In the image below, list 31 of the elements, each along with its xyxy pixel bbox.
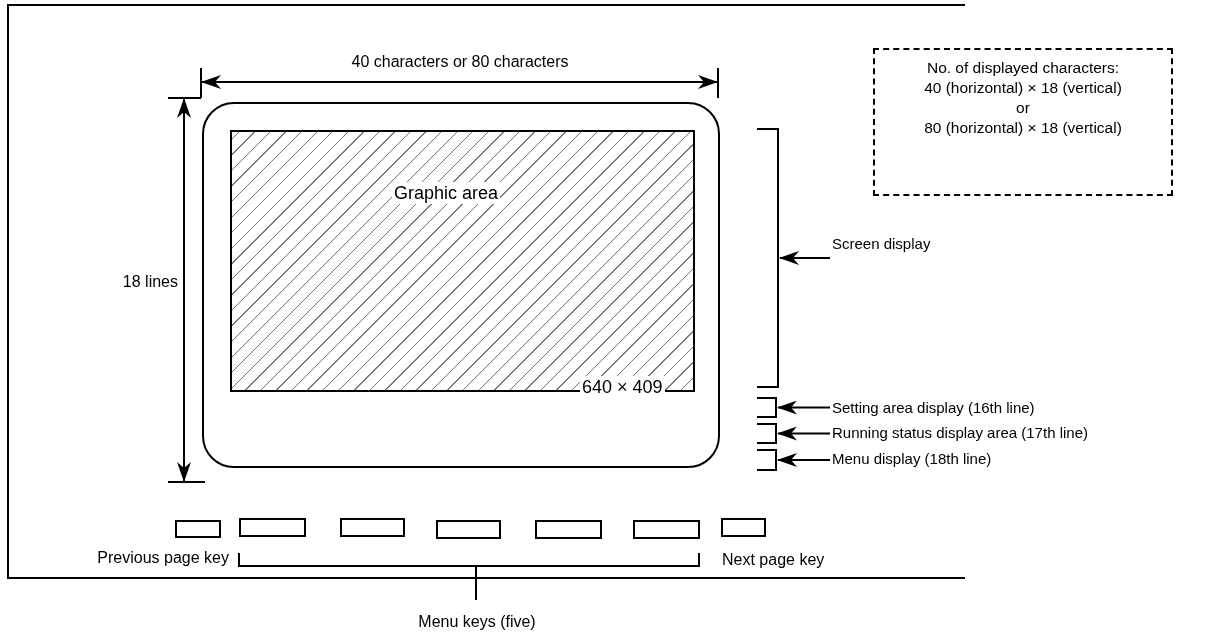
dimension-label: 40 characters or 80 characters bbox=[350, 52, 570, 72]
key-button bbox=[633, 520, 700, 539]
key-button bbox=[721, 518, 766, 537]
arrow bbox=[777, 426, 831, 441]
key-label: Next page key bbox=[722, 550, 825, 570]
bracket bbox=[757, 397, 777, 418]
group-label: Menu keys (five) bbox=[417, 612, 537, 632]
bracket bbox=[757, 128, 779, 388]
callout-text: Menu display (18th line) bbox=[832, 449, 992, 469]
callout-text: Screen display bbox=[832, 234, 931, 254]
key-button bbox=[340, 518, 405, 537]
arrow bbox=[779, 251, 831, 265]
key-label: Previous page key bbox=[97, 548, 229, 568]
key-button bbox=[436, 520, 501, 539]
bracket bbox=[757, 423, 777, 444]
arrow bbox=[777, 453, 831, 467]
note-box bbox=[873, 48, 1173, 196]
arrow bbox=[777, 400, 831, 415]
key-button bbox=[175, 520, 221, 538]
bracket bbox=[757, 449, 777, 471]
callout-text: Running status display area (17th line) bbox=[832, 423, 1088, 443]
area-title: Graphic area bbox=[392, 182, 501, 204]
display-screen bbox=[202, 102, 720, 468]
key-button bbox=[239, 518, 306, 537]
note-text: 40 (horizontal) × 18 (vertical) bbox=[924, 78, 1122, 98]
key-button bbox=[535, 520, 602, 539]
note-text: 80 (horizontal) × 18 (vertical) bbox=[924, 118, 1122, 138]
note-text: No. of displayed characters: bbox=[926, 58, 1120, 78]
note-text: or bbox=[1016, 98, 1030, 118]
callout-text: Setting area display (16th line) bbox=[832, 398, 1035, 418]
dimension-label: 18 lines bbox=[121, 272, 178, 292]
